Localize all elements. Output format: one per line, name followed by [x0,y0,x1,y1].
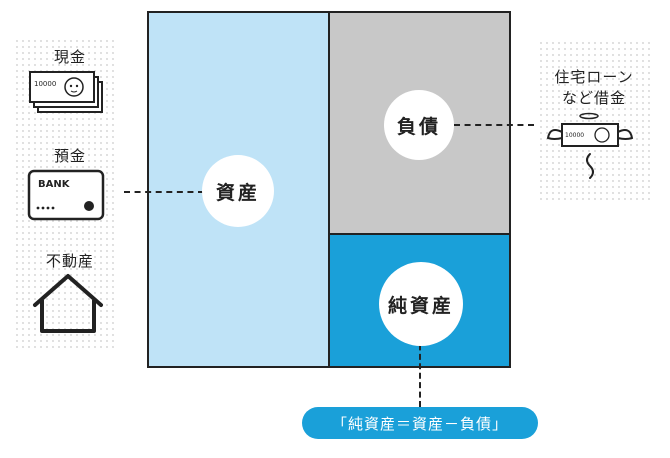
loan-banknote-value-text: 10000 [565,132,584,139]
assets-circle: 資産 [202,155,274,227]
bank-card-icon: BANK [27,169,105,221]
cash-label: 現金 [53,48,86,66]
loan-label-line2: など借金 [561,89,626,107]
house-icon [33,274,103,333]
bank-card-text: BANK [38,179,71,190]
loan-connector-line [454,124,534,126]
banknote-stack-icon: 10000 [29,71,103,113]
liabilities-block [328,11,511,235]
deposit-label: 預金 [53,147,86,165]
net-assets-circle: 純資産 [379,262,463,346]
real-estate-label: 不動産 [45,252,94,270]
liabilities-circle: 負債 [384,90,454,160]
banknote-value-text: 10000 [34,80,56,88]
loan-label-line1: 住宅ローン [554,68,634,86]
assets-connector-line [124,191,204,193]
flying-banknote-icon: 10000 [546,112,634,179]
loan-panel [538,40,650,200]
formula-connector-line [419,335,421,407]
formula-badge: 「純資産＝資産－負債」 [302,407,538,439]
